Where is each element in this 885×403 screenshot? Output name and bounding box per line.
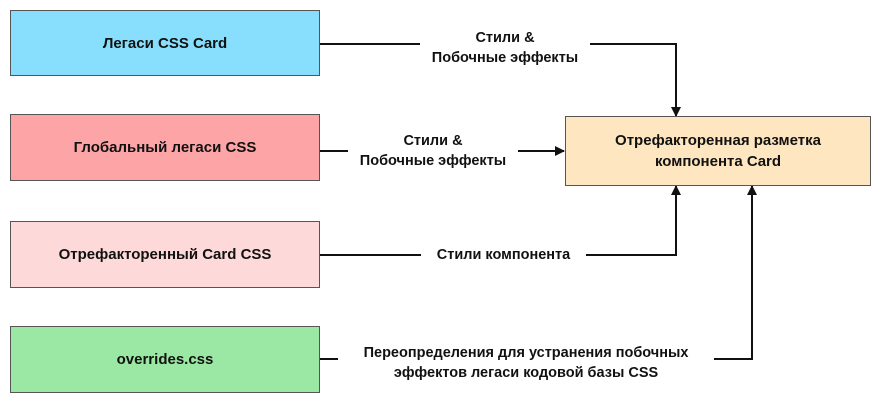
edge-label-line1: Переопределения для устранения побочных (363, 345, 689, 361)
node-label: overrides.css (116, 351, 214, 368)
node-label: Глобальный легаси CSS (73, 139, 257, 156)
node-label-line2: компонента Card (654, 153, 782, 170)
edge-label-line2: Побочные эффекты (359, 153, 507, 169)
node-label: Легаси CSS Card (102, 34, 228, 52)
node-global-legacy-css: Глобальный легаси CSS (10, 114, 320, 181)
edge-label-legacy-card: Стили & Побочные эффекты (420, 28, 590, 68)
edge-label-refactored-card: Стили компонента (421, 245, 586, 265)
edge-label-line1: Стили компонента (436, 247, 571, 263)
node-refactored-markup: Отрефакторенная разметка компонента Card (565, 116, 871, 186)
edge-label-line2: Побочные эффекты (431, 50, 579, 66)
node-refactored-card-css: Отрефакторенный Card CSS (10, 221, 320, 288)
edge-label-overrides: Переопределения для устранения побочных … (338, 343, 714, 383)
edge-overrides-css (320, 185, 757, 360)
node-label-line1: Отрефакторенная разметка (615, 132, 821, 149)
node-overrides-css: overrides.css (10, 326, 320, 393)
node-legacy-card-css: Легаси CSS Card (10, 10, 320, 76)
edge-label-line1: Стили & (403, 133, 463, 149)
edge-label-line1: Стили & (475, 30, 535, 46)
edge-label-line2: эффектов легаси кодовой базы CSS (393, 365, 659, 381)
node-label: Отрефакторенный Card CSS (58, 246, 272, 263)
edge-label-global-legacy: Стили & Побочные эффекты (348, 131, 518, 171)
